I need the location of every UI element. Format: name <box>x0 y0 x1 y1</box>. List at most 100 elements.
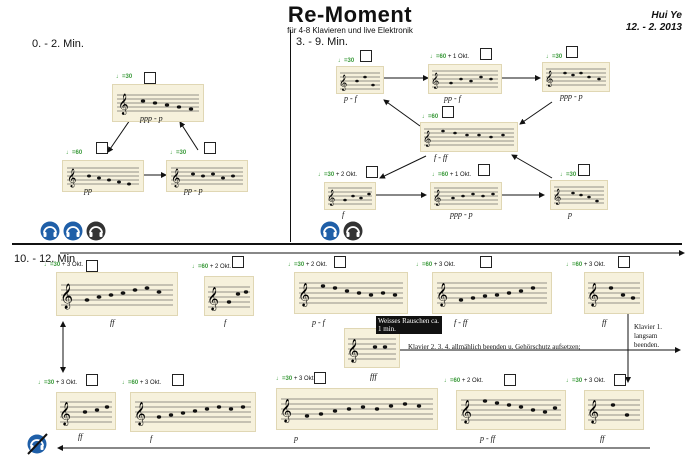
tempo-label: ♩=30 + 3 Okt. <box>566 378 606 384</box>
svg-text:𝄞: 𝄞 <box>118 94 129 115</box>
section-label-1: 0. - 2. Min. <box>32 38 84 50</box>
staff-notes: 𝄞 <box>587 399 640 424</box>
tempo-label: ♩=60 <box>66 150 83 156</box>
tempo-label: ♩=60 + 3 Okt. <box>566 262 606 268</box>
staff-notes: 𝄞 <box>280 398 433 423</box>
author-block: Hui Ye 12. - 2. 2013 <box>626 10 682 34</box>
svg-text:𝄞: 𝄞 <box>553 189 561 205</box>
svg-text:𝄞: 𝄞 <box>298 282 310 307</box>
headphones-off-icon <box>27 433 48 455</box>
page-title: Re-Moment <box>287 2 413 27</box>
dynamic-marking: p - ff <box>480 434 496 443</box>
direction-icon <box>480 256 492 268</box>
score-snippet: 𝄞 <box>430 182 502 210</box>
svg-text:𝄞: 𝄞 <box>339 75 347 91</box>
score-snippet: 𝄞 <box>62 160 144 192</box>
dynamic-marking: ff <box>78 432 83 441</box>
dynamic-marking: f <box>342 210 345 219</box>
staff-notes: 𝄞 <box>339 72 380 91</box>
staff-notes: 𝄞 <box>171 167 243 188</box>
svg-text:𝄞: 𝄞 <box>171 168 180 188</box>
score-snippet: 𝄞 <box>130 392 256 432</box>
instruction-text: Klavier 2. 3. 4. allmählich beenden u. G… <box>408 343 581 351</box>
staff-notes: 𝄞 <box>431 70 498 89</box>
tempo-label: ♩=30 <box>560 172 577 178</box>
staff-notes: 𝄞 <box>67 167 139 188</box>
score-snippet: 𝄞 <box>428 64 502 94</box>
section-divider-vertical <box>290 30 291 242</box>
staff-notes: 𝄞 <box>117 94 199 115</box>
direction-icon <box>614 374 626 386</box>
headphones-icon <box>86 221 106 241</box>
dynamic-marking: ppp - p <box>140 114 163 123</box>
staff-notes: 𝄞 <box>553 186 604 205</box>
arrow <box>379 155 427 179</box>
staff-notes: 𝄞 <box>327 187 372 206</box>
direction-icon <box>442 106 454 118</box>
tempo-label: ♩=30 <box>546 54 563 60</box>
headphones-icon <box>63 221 83 241</box>
dynamic-marking: f <box>224 318 227 327</box>
dynamic-marking: fff <box>370 372 377 381</box>
direction-icon <box>86 260 98 272</box>
headphones-group <box>40 221 106 241</box>
dynamic-marking: pp - f <box>444 94 461 103</box>
tempo-label: ♩=60 <box>422 114 439 120</box>
svg-text:𝄞: 𝄞 <box>423 131 431 147</box>
staff-notes: 𝄞 <box>423 128 514 147</box>
headphones-icon <box>40 221 60 241</box>
score-snippet: 𝄞 <box>276 388 438 430</box>
dynamic-marking: f - ff <box>434 153 448 162</box>
dynamic-marking: ppp - p <box>450 210 473 219</box>
author-name: Hui Ye <box>651 10 682 21</box>
score-snippet: 𝄞 <box>336 66 384 94</box>
tempo-label: ♩=60 + 3 Okt. <box>416 262 456 268</box>
direction-icon <box>480 48 492 60</box>
direction-icon <box>366 166 378 178</box>
direction-icon <box>86 374 98 386</box>
score-snippet: 𝄞 <box>584 390 644 430</box>
staff-notes: 𝄞 <box>587 282 640 307</box>
svg-text:𝄞: 𝄞 <box>433 190 441 206</box>
svg-text:𝄞: 𝄞 <box>460 399 472 424</box>
staff-notes: 𝄞 <box>134 401 251 426</box>
tempo-label: ♩=60 + 3 Okt. <box>122 380 162 386</box>
section-divider-horizontal <box>12 243 682 245</box>
staff-notes: 𝄞 <box>433 187 498 206</box>
arrow <box>519 101 553 125</box>
svg-text:𝄞: 𝄞 <box>587 282 599 307</box>
instruction-text-side: Klavier 1. langsam beenden. <box>634 323 662 349</box>
tempo-label: ♩=30 <box>116 74 133 80</box>
dynamic-marking: pp <box>84 186 92 195</box>
score-snippet: 𝄞 <box>56 272 178 316</box>
headphones-icon <box>343 221 363 241</box>
direction-icon <box>232 256 244 268</box>
score-snippet: 𝄞 <box>204 276 254 316</box>
score-snippet: 𝄞 <box>56 392 116 430</box>
direction-icon <box>478 164 490 176</box>
dynamic-marking: p <box>568 210 572 219</box>
staff-notes: 𝄞 <box>545 68 606 87</box>
noise-instruction: Weisses Rauschen ca. 1 min. <box>376 316 442 334</box>
score-snippet: 𝄞 <box>432 272 552 314</box>
staff-notes: 𝄞 <box>298 282 403 307</box>
tempo-label: ♩=30 + 3 Okt. <box>38 380 78 386</box>
tempo-label: ♩=60 + 1 Okt. <box>430 54 470 60</box>
score-snippet: 𝄞 <box>294 272 408 314</box>
direction-icon <box>618 256 630 268</box>
dynamic-marking: p - f <box>344 94 357 103</box>
dynamic-marking: pp - p <box>184 186 203 195</box>
direction-icon <box>204 142 216 154</box>
staff-notes: 𝄞 <box>60 283 173 309</box>
arrow <box>511 154 553 179</box>
score-snippet: 𝄞 <box>456 390 566 430</box>
staff-notes: 𝄞 <box>207 286 250 311</box>
score-snippet: 𝄞 <box>344 328 400 368</box>
dynamic-marking: ff <box>110 318 115 327</box>
tempo-label: ♩=30 + 2 Okt. <box>288 262 328 268</box>
direction-icon <box>314 372 326 384</box>
staff-notes: 𝄞 <box>59 401 112 426</box>
arrow <box>179 121 199 151</box>
direction-icon <box>144 72 156 84</box>
staff-notes: 𝄞 <box>347 338 396 363</box>
